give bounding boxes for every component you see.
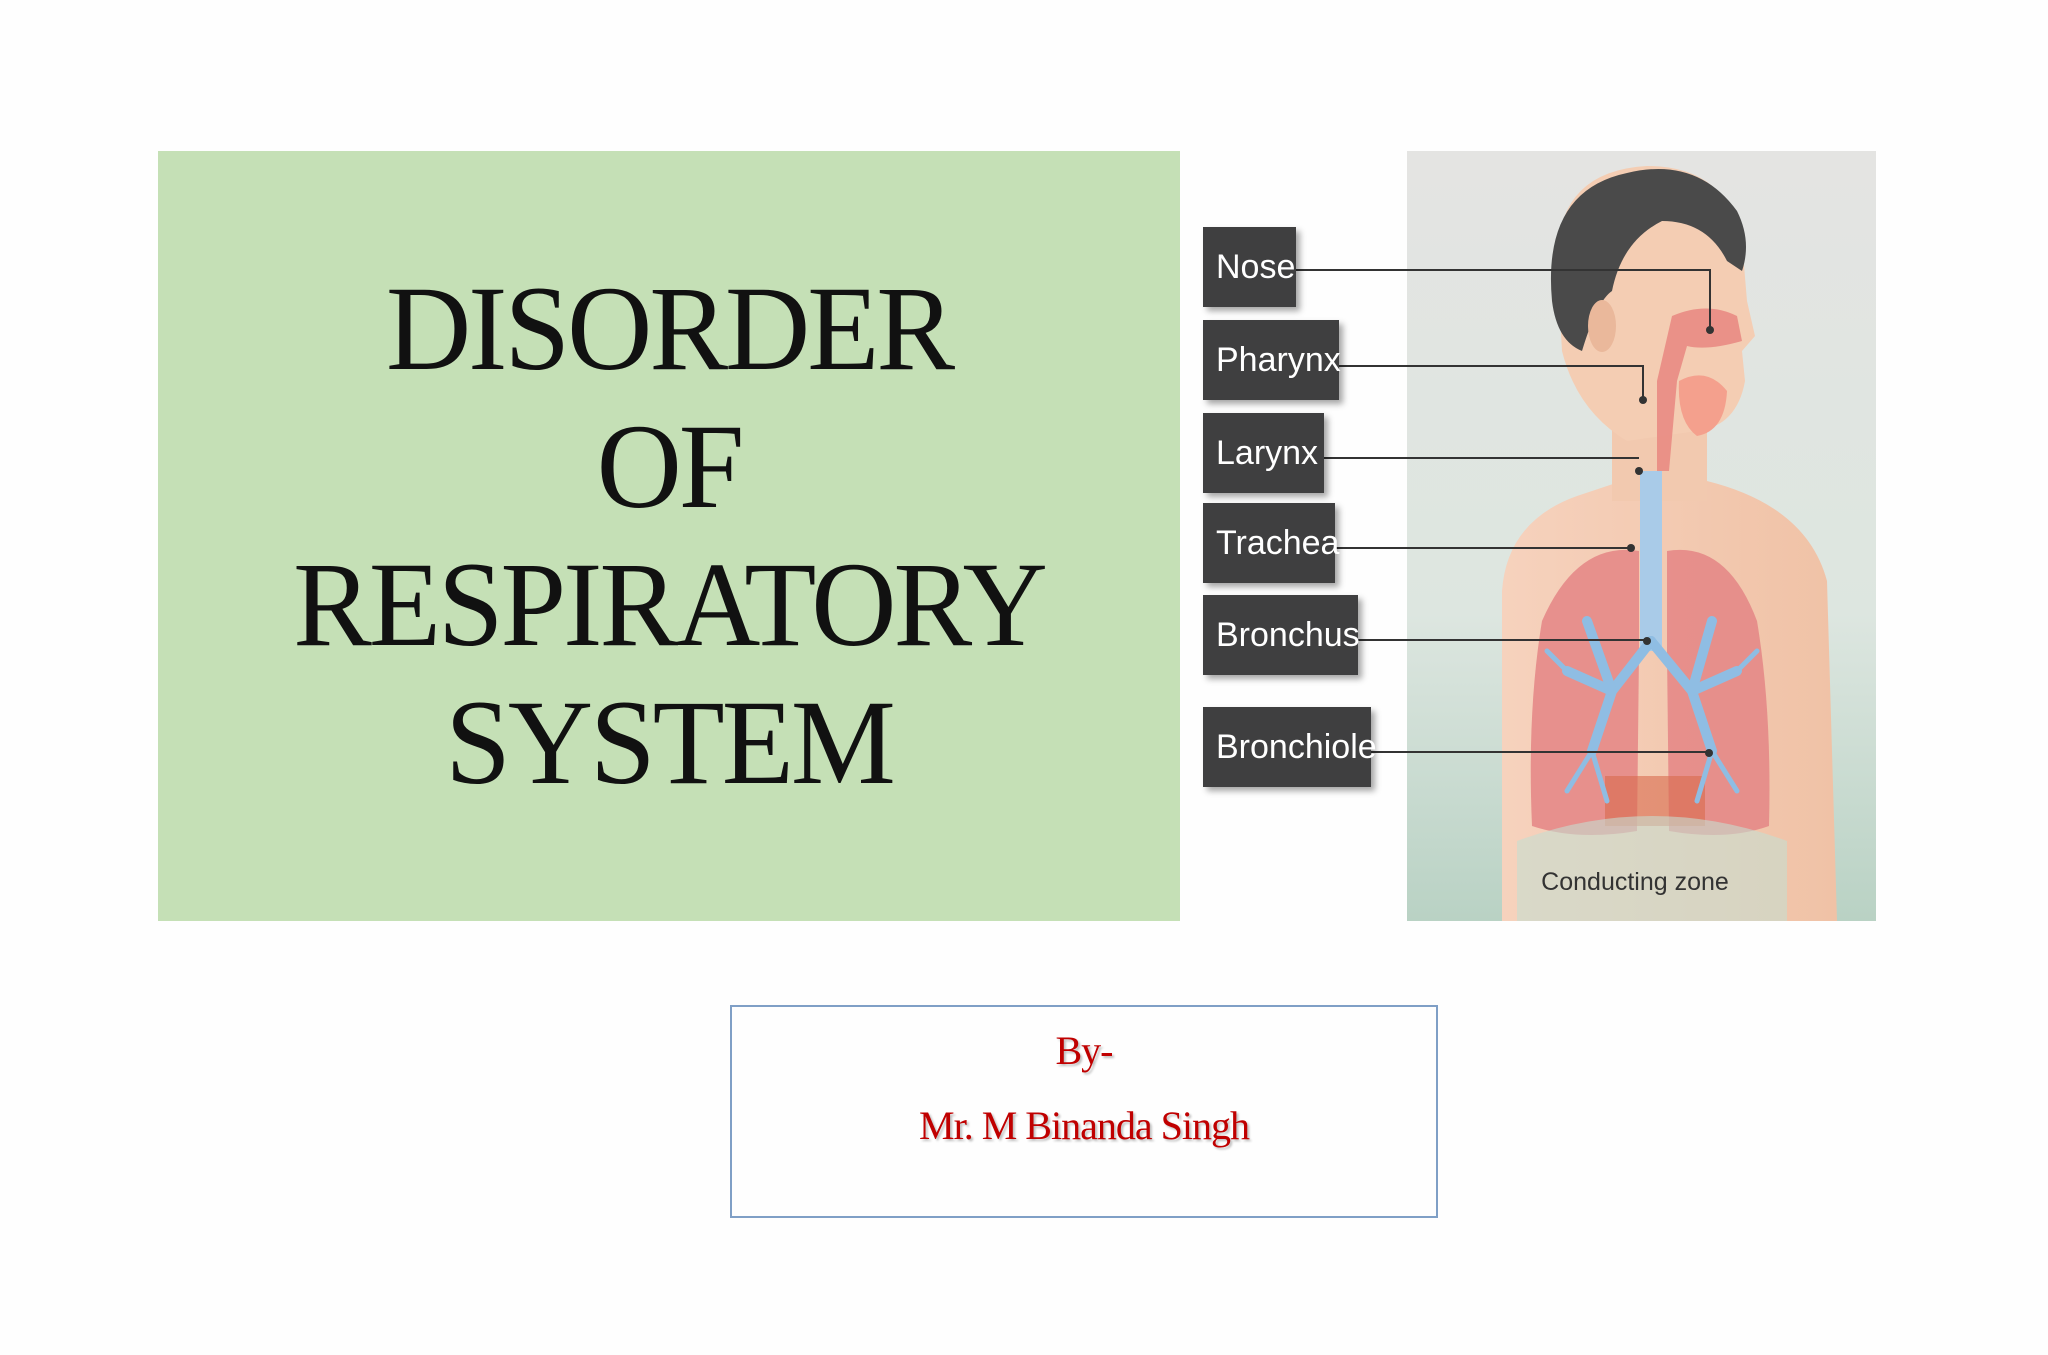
byline-by: By- <box>1055 1028 1114 1073</box>
diagram-caption: Conducting zone <box>1541 868 1729 896</box>
label-pharynx: Pharynx <box>1203 320 1341 400</box>
title-line-3: RESPIRATORY <box>293 537 1048 672</box>
title-panel: DISORDER OF RESPIRATORY SYSTEM <box>158 151 1180 921</box>
title-line-4: SYSTEM <box>445 675 896 810</box>
byline-box: By- Mr. M Binanda Singh <box>730 1005 1438 1218</box>
title-line-2: OF <box>596 399 745 534</box>
label-trachea: Trachea <box>1203 503 1339 583</box>
respiratory-anatomy-illustration <box>1407 151 1876 921</box>
title-line-1: DISORDER <box>385 261 955 396</box>
label-nose: Nose <box>1203 227 1296 307</box>
byline-author: Mr. M Binanda Singh <box>919 1103 1250 1148</box>
label-bronchiole: Bronchiole <box>1203 707 1377 787</box>
label-larynx: Larynx <box>1203 413 1324 493</box>
label-bronchus: Bronchus <box>1203 595 1360 675</box>
